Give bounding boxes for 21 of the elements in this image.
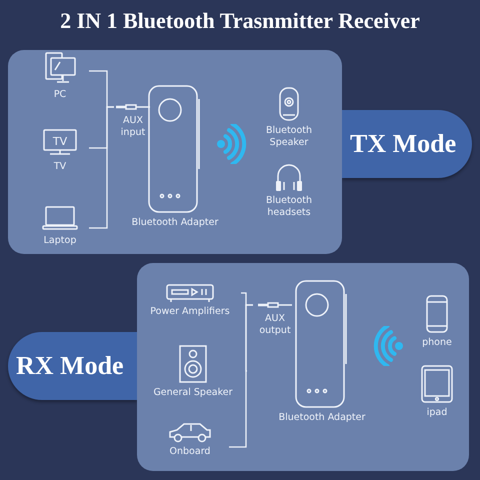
- device-label: ipad: [426, 407, 448, 419]
- device-label: Onboard: [170, 446, 210, 458]
- mode-panel: [137, 263, 469, 471]
- device-label: PC: [54, 89, 66, 101]
- device-label: Laptop: [44, 235, 76, 247]
- device-label: Bluetooth Adapter: [278, 412, 366, 424]
- device-label: Power Amplifiers: [150, 306, 230, 318]
- device-label: Bluetooth headsets: [264, 195, 314, 219]
- device-label: General Speaker: [153, 387, 233, 399]
- mode-tab: TX Mode: [342, 110, 472, 178]
- connector-line: [89, 106, 114, 229]
- device-label: phone: [422, 337, 452, 349]
- device-label: AUX input: [120, 115, 146, 139]
- mode-panel: [8, 50, 342, 254]
- connector-line: [229, 304, 253, 448]
- title: 2 IN 1 Bluetooth Trasnmitter Receiver: [59, 8, 421, 34]
- device-label: AUX output: [258, 313, 292, 337]
- device-label: Bluetooth Speaker: [264, 125, 314, 149]
- device-label: Bluetooth Adapter: [132, 217, 218, 229]
- mode-tab: RX Mode: [8, 332, 137, 400]
- device-label: TV: [54, 161, 66, 173]
